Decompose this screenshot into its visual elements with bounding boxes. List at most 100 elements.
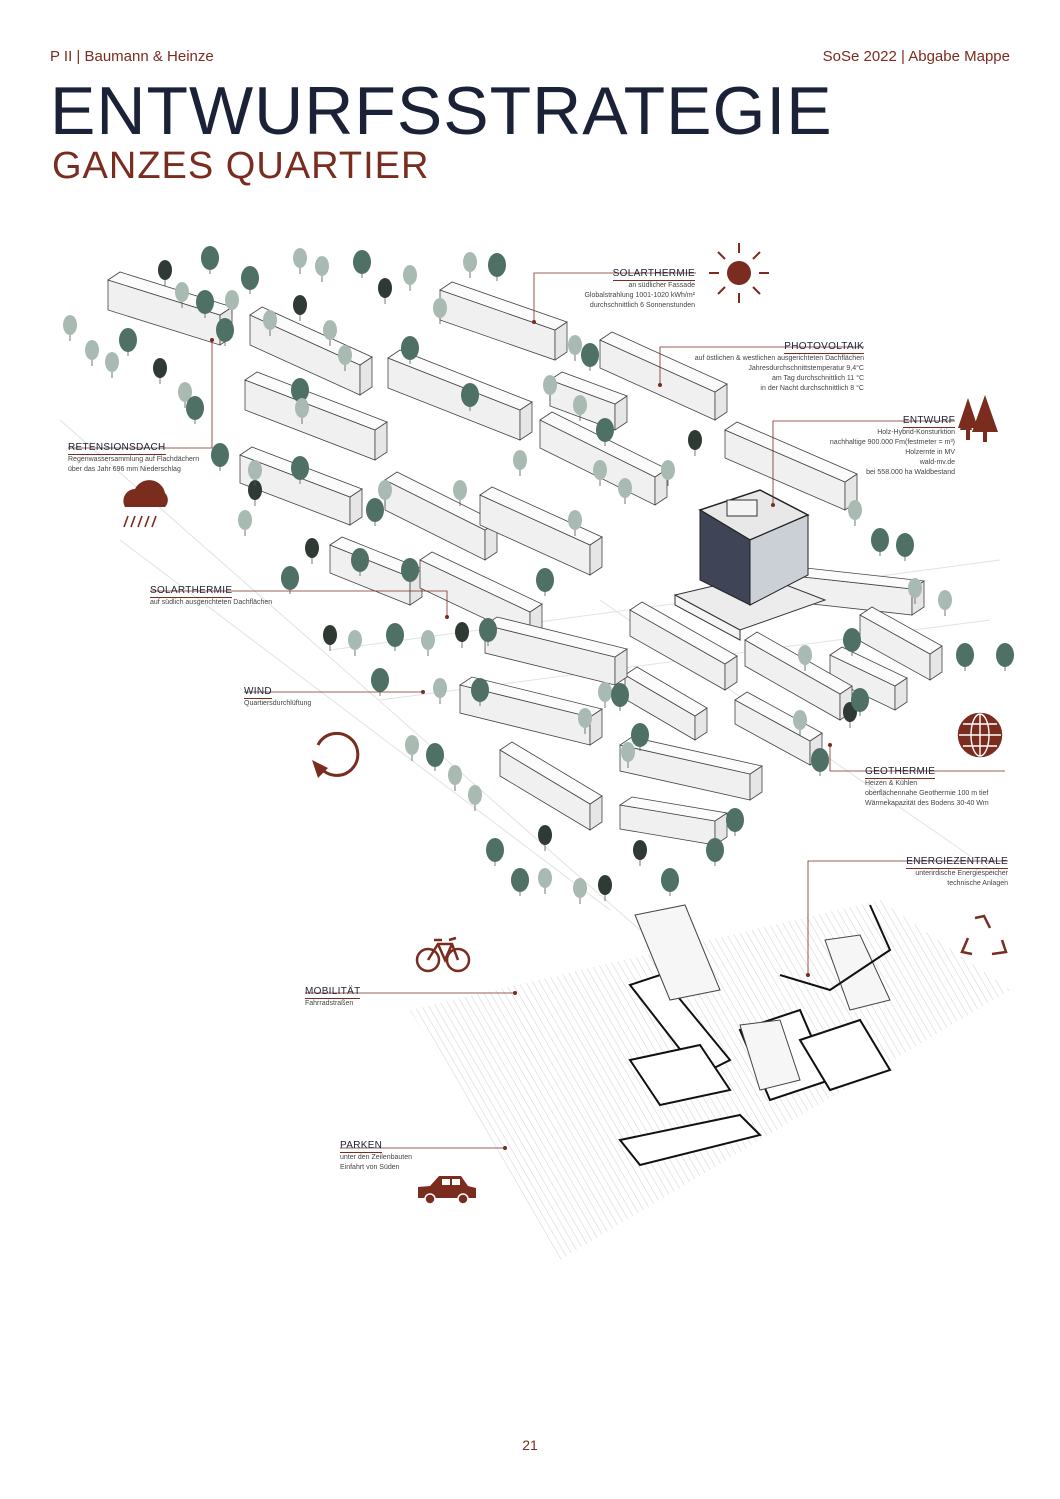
tree-81 xyxy=(468,785,482,811)
tree-59 xyxy=(996,643,1014,671)
tree-85 xyxy=(598,875,612,901)
tree-87 xyxy=(661,868,679,896)
tree-60 xyxy=(798,645,812,671)
label-solarthermie-dach: SOLARTHERMIE auf südlich ausgerichteten … xyxy=(150,585,273,606)
building-25 xyxy=(618,736,764,801)
tree-61 xyxy=(843,628,861,656)
building-16 xyxy=(859,606,943,681)
tree-26 xyxy=(338,345,352,371)
building-17 xyxy=(829,646,908,711)
bicycle-icon xyxy=(415,936,471,973)
label-retensionsdach: RETENSIONSDACH Regenwassersammlung auf F… xyxy=(68,442,200,473)
tree-50 xyxy=(568,510,582,536)
tree-32 xyxy=(295,398,309,424)
tree-18 xyxy=(63,315,77,341)
tree-23 xyxy=(216,318,234,346)
tree-54 xyxy=(848,500,862,526)
tree-14 xyxy=(293,295,307,321)
building-10 xyxy=(387,349,533,441)
leader-lines xyxy=(68,272,1008,1149)
tree-65 xyxy=(421,630,435,656)
tree-79 xyxy=(426,743,444,771)
tree-47 xyxy=(351,548,369,576)
tree-12 xyxy=(196,290,214,318)
tree-21 xyxy=(178,382,192,408)
tree-89 xyxy=(726,808,744,836)
tree-78 xyxy=(405,735,419,761)
tree-36 xyxy=(688,430,702,456)
building-24 xyxy=(499,741,603,831)
tree-10 xyxy=(488,253,506,281)
building-23 xyxy=(459,676,603,746)
label-geothermie: GEOTHERMIE Heizen & Kühlen oberflächenna… xyxy=(865,766,989,807)
tree-20 xyxy=(153,358,167,384)
tree-53 xyxy=(661,460,675,486)
tree-48 xyxy=(401,558,419,586)
tree-49 xyxy=(536,568,554,596)
trees xyxy=(63,246,1014,904)
label-solarthermie-fassade: SOLARTHERMIE an südlicher Fassade Global… xyxy=(584,268,695,309)
label-energiezentrale: ENERGIEZENTRALE unterirdische Energiespe… xyxy=(906,856,1008,887)
tree-80 xyxy=(448,765,462,791)
tree-52 xyxy=(618,478,632,504)
tree-82 xyxy=(538,825,552,851)
building-12 xyxy=(599,331,728,421)
label-photovoltaik: PHOTOVOLTAIK auf östlichen & westlichen … xyxy=(694,341,864,392)
tree-95 xyxy=(851,688,869,716)
tree-84 xyxy=(538,868,552,894)
tree-44 xyxy=(211,443,229,471)
tree-39 xyxy=(378,480,392,506)
header-right: SoSe 2022 | Abgabe Mappe xyxy=(822,48,1010,65)
building-26 xyxy=(618,796,729,846)
page-number: 21 xyxy=(522,1437,538,1453)
tree-71 xyxy=(471,678,489,706)
tree-72 xyxy=(433,678,447,704)
tree-92 xyxy=(793,710,807,736)
tree-37 xyxy=(513,450,527,476)
tree-62 xyxy=(908,578,922,604)
tree-41 xyxy=(248,480,262,506)
tree-9 xyxy=(463,252,477,278)
tree-45 xyxy=(238,510,252,536)
tree-56 xyxy=(896,533,914,561)
wind-cycle-icon xyxy=(312,731,360,778)
tree-24 xyxy=(323,320,337,346)
tree-83 xyxy=(511,868,529,896)
tree-33 xyxy=(543,375,557,401)
rain-cloud-icon xyxy=(123,480,168,528)
tree-38 xyxy=(453,480,467,506)
tree-40 xyxy=(366,498,384,526)
building-7 xyxy=(479,486,603,576)
building-20 xyxy=(629,601,738,691)
tree-5 xyxy=(315,256,329,282)
building-22 xyxy=(484,616,628,686)
tree-75 xyxy=(631,723,649,751)
tree-70 xyxy=(281,566,299,594)
tree-86 xyxy=(573,878,587,904)
tree-91 xyxy=(633,840,647,866)
tree-88 xyxy=(486,838,504,866)
tree-73 xyxy=(598,682,612,708)
tree-46 xyxy=(305,538,319,564)
recycle-icon xyxy=(960,914,1008,956)
building-19 xyxy=(734,691,823,766)
tree-13 xyxy=(225,290,239,316)
label-parken: PARKEN unter den Zeilenbauten Einfahrt v… xyxy=(340,1140,412,1171)
underground-section xyxy=(410,900,1010,1260)
header-left: P II | Baumann & Heinze xyxy=(50,48,214,65)
trees-icon xyxy=(958,395,998,442)
tree-35 xyxy=(596,418,614,446)
tree-34 xyxy=(573,395,587,421)
label-entwurf: ENTWURF Holz-Hybrid-Konsturktion nachhal… xyxy=(829,415,955,476)
label-wind: WIND Quartiersdurchlüftung xyxy=(244,686,312,707)
tree-90 xyxy=(706,838,724,866)
tree-77 xyxy=(621,742,635,768)
page-title: ENTWURFSSTRATEGIE xyxy=(50,73,833,149)
globe-icon xyxy=(957,712,1003,758)
building-9 xyxy=(439,281,568,361)
tree-30 xyxy=(461,383,479,411)
tree-15 xyxy=(263,310,277,336)
building-3 xyxy=(244,371,388,461)
tree-51 xyxy=(593,460,607,486)
